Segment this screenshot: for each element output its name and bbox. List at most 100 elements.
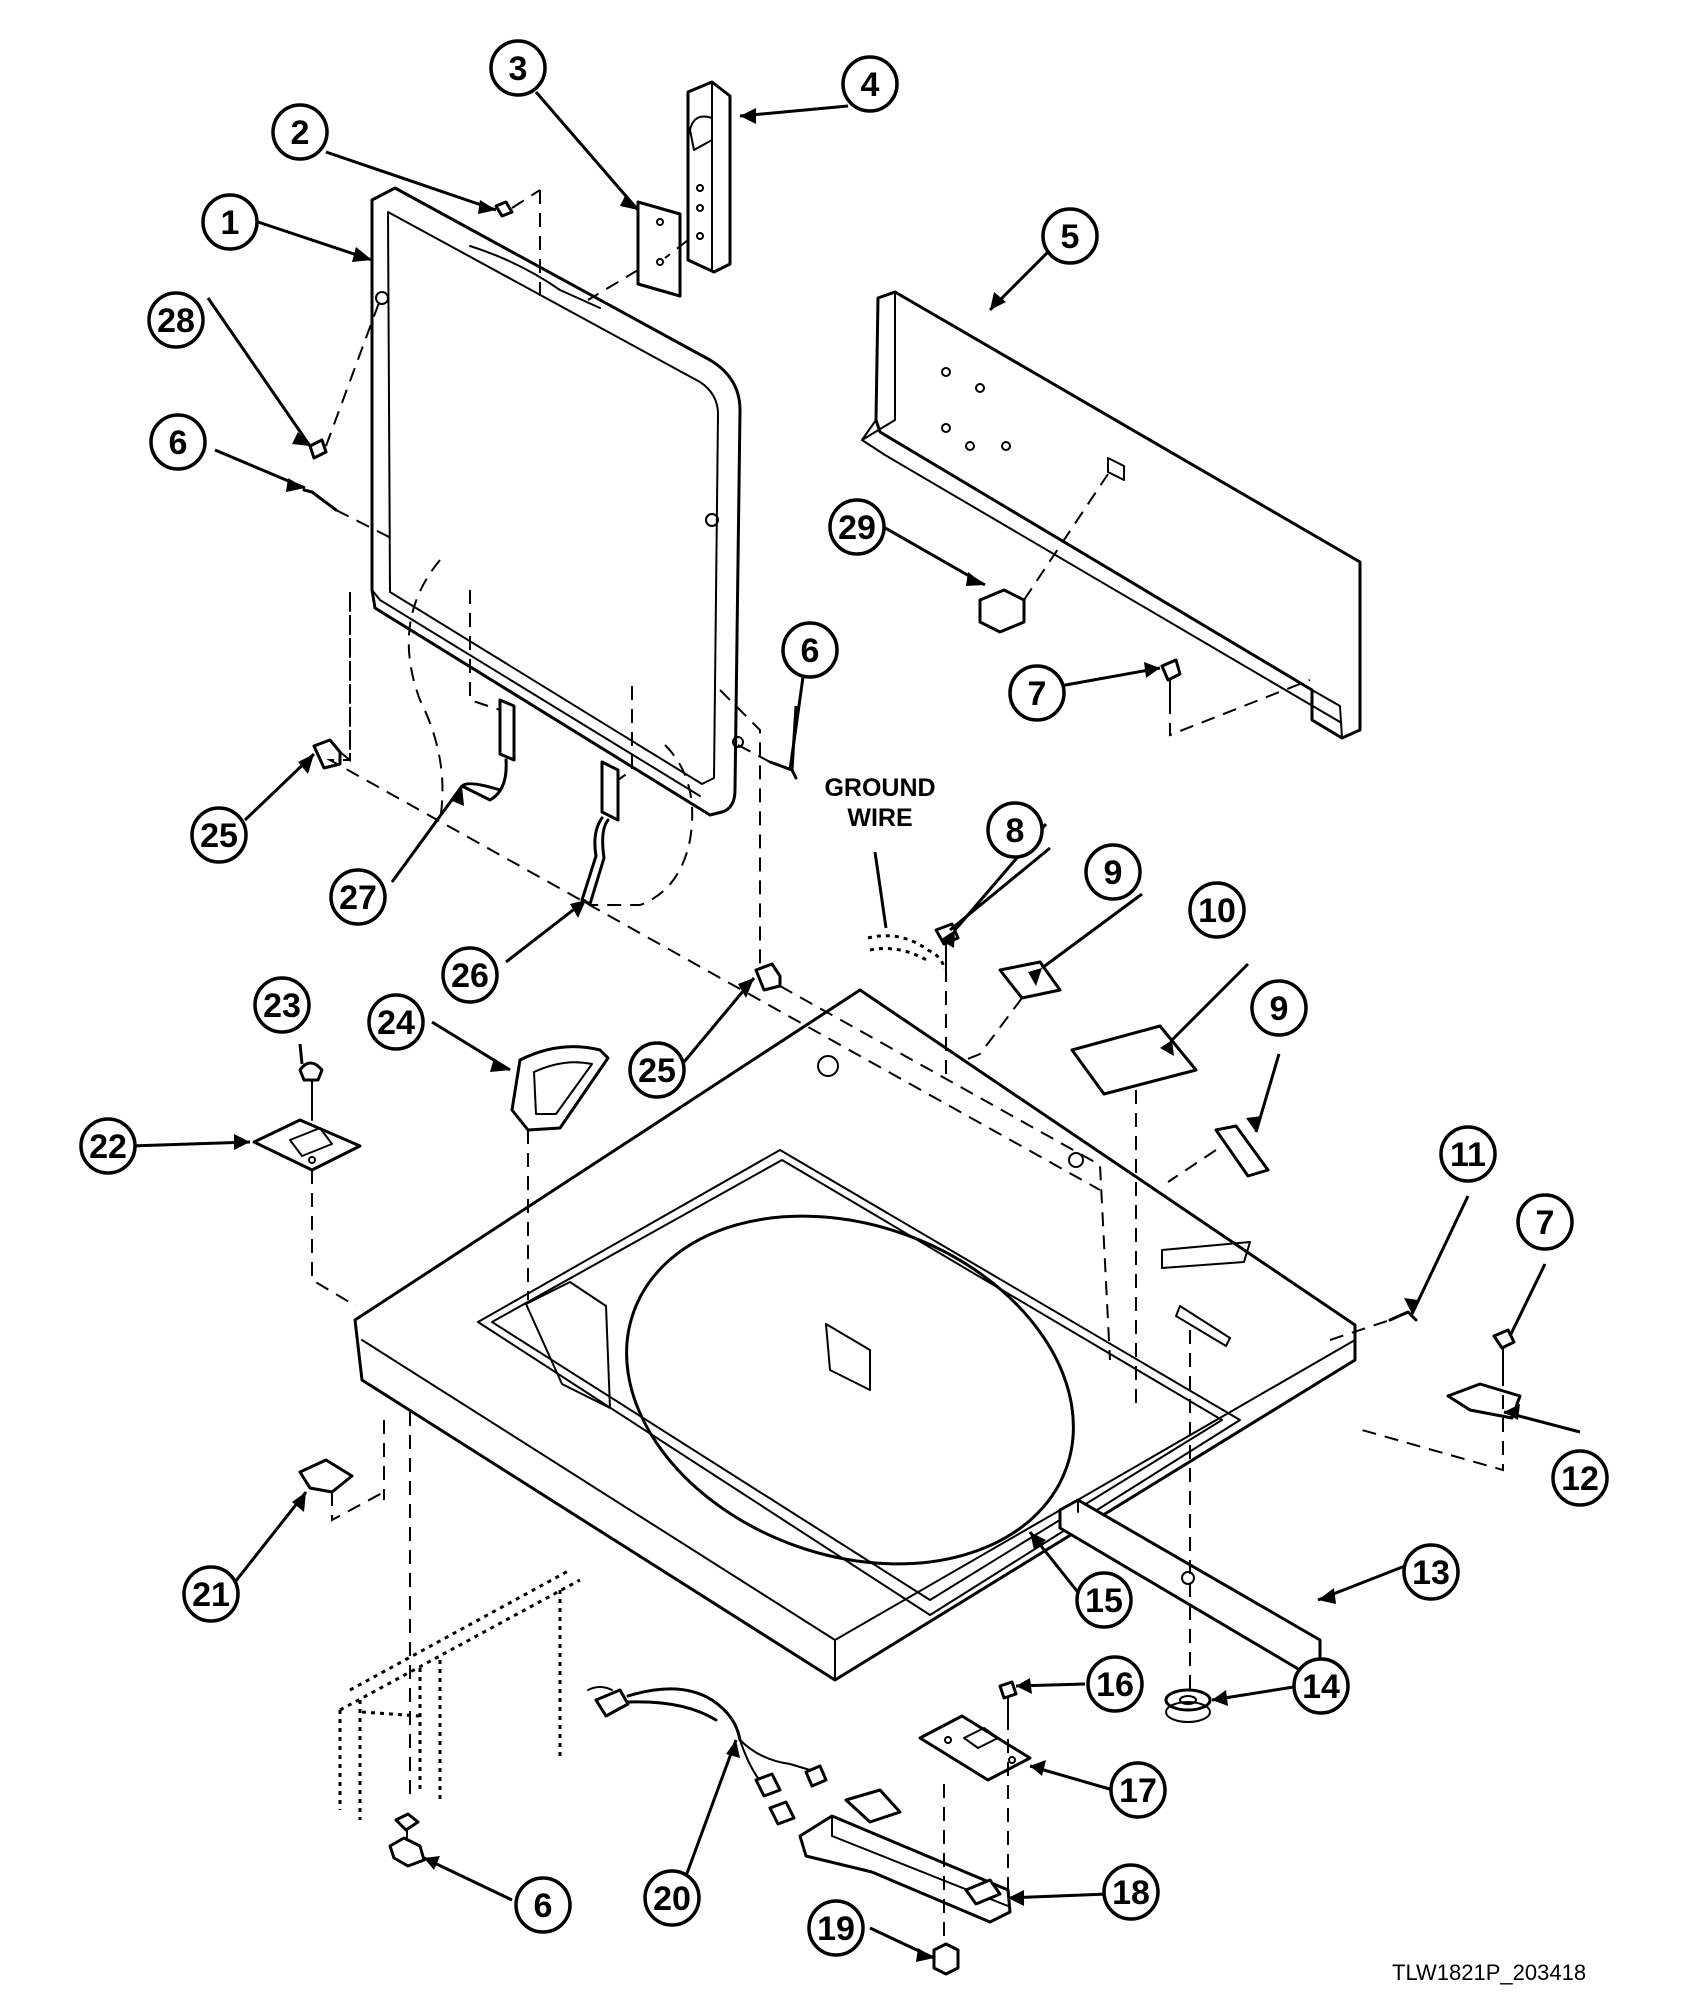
callout-c13: 13 (1402, 1543, 1460, 1601)
callout-circle (201, 193, 259, 251)
callout-number: 3 (509, 50, 528, 88)
callout-circle (367, 993, 425, 1051)
label-part-9-upper (959, 960, 1062, 1063)
callout-circle (79, 1117, 137, 1175)
callout-c24: 24 (367, 993, 425, 1051)
callout-circle (628, 1041, 686, 1099)
callout-c28: 28 (147, 291, 205, 349)
callout-number: 21 (192, 1576, 230, 1614)
callout-number: 29 (838, 509, 876, 547)
wire-harness-part-20 (587, 1686, 828, 1826)
callout-circle (190, 806, 248, 864)
callout-number: 7 (1028, 675, 1047, 713)
callout-number: 25 (638, 1052, 676, 1090)
callout-number: 16 (1096, 1666, 1134, 1704)
callout-circle (807, 1899, 865, 1957)
callout-circle (841, 55, 899, 113)
callout-circle (1551, 1449, 1609, 1507)
screw-part-7-upper (1160, 658, 1311, 737)
screw-part-6-right (737, 744, 798, 780)
top-panel-part-15 (353, 988, 1357, 1682)
callout-circle (1439, 1125, 1497, 1183)
callout-number: 27 (339, 879, 377, 917)
callout-circle (1188, 881, 1246, 939)
callout-number: 19 (817, 1910, 855, 1948)
callout-number: 26 (451, 957, 489, 995)
callout-c25a: 25 (190, 806, 248, 864)
callout-circle (1109, 1761, 1167, 1819)
callout-circle (441, 946, 499, 1004)
callout-circle (329, 868, 387, 926)
callout-circle (182, 1565, 240, 1623)
callout-number: 22 (89, 1128, 127, 1166)
callout-number: 6 (169, 424, 188, 462)
callout-c12: 12 (1551, 1449, 1609, 1507)
callout-circle (986, 801, 1044, 859)
callout-circle (781, 621, 839, 679)
switch-assembly-part-18 (798, 1784, 1012, 1950)
callout-c21: 21 (182, 1565, 240, 1623)
lid-switch-part-29 (978, 473, 1109, 634)
screw-part-6-bottom (388, 1812, 426, 1868)
dispenser-part-24 (510, 1045, 610, 1300)
callout-number: 10 (1198, 892, 1236, 930)
callout-number: 8 (1006, 812, 1025, 850)
callout-c9a: 9 (1084, 843, 1142, 901)
callout-number: 17 (1119, 1772, 1157, 1810)
callout-number: 23 (263, 987, 301, 1025)
callout-number: 24 (377, 1004, 415, 1042)
screw-part-16 (998, 1680, 1018, 1900)
ground-wire-label-line1: GROUND (824, 774, 935, 802)
screw-part-7-lower (1492, 1328, 1516, 1373)
hinge-part-27 (460, 590, 516, 802)
callout-c19: 19 (807, 1899, 865, 1957)
callout-circle (1084, 843, 1142, 901)
callout-c23: 23 (253, 976, 311, 1034)
leader-lines (129, 91, 1581, 1960)
callout-c29: 29 (828, 498, 886, 556)
callout-circle (1102, 1863, 1160, 1921)
screw-part-23 (298, 1061, 324, 1121)
callout-number: 6 (801, 632, 820, 670)
callout-circle (253, 976, 311, 1034)
callout-number: 15 (1085, 1582, 1123, 1620)
callout-number: 12 (1561, 1460, 1599, 1498)
screw-part-2 (494, 189, 541, 300)
callout-c2: 2 (271, 103, 329, 161)
callout-c16: 16 (1086, 1655, 1144, 1713)
callout-c20: 20 (643, 1869, 701, 1927)
grommet-part-14 (1164, 1330, 1212, 1723)
callout-c3: 3 (489, 39, 547, 97)
callout-c26: 26 (441, 946, 499, 1004)
clip-part-25-right (754, 962, 782, 992)
callout-circle (1516, 1193, 1574, 1251)
callout-circle (1292, 1657, 1350, 1715)
callout-circle (271, 103, 329, 161)
callout-c17: 17 (1109, 1761, 1167, 1819)
cabinet-side-outline (338, 1412, 581, 1820)
callout-c6a: 6 (149, 413, 207, 471)
callout-circle (1250, 979, 1308, 1037)
callout-circle (1041, 207, 1099, 265)
callout-circle (149, 413, 207, 471)
callout-c4: 4 (841, 55, 899, 113)
callout-c22: 22 (79, 1117, 137, 1175)
clip-part-12 (1361, 1372, 1522, 1472)
callout-number: 5 (1061, 218, 1080, 256)
ground-wire (867, 934, 946, 971)
callout-number: 20 (653, 1880, 691, 1918)
callout-number: 11 (1450, 1136, 1486, 1174)
callout-c8: 8 (986, 801, 1044, 859)
callout-c18: 18 (1102, 1863, 1160, 1921)
clip-part-25-left (312, 592, 351, 770)
callout-number: 9 (1270, 990, 1289, 1028)
actuator-bracket-part-4 (664, 80, 732, 274)
callout-c27: 27 (329, 868, 387, 926)
figure-code: TLW1821P_203418 (1392, 1960, 1586, 1985)
bracket-part-22 (252, 1118, 362, 1307)
callout-c6c: 6 (514, 1876, 572, 1934)
callout-number: 28 (157, 302, 195, 340)
label-part-9-lower (1167, 1124, 1270, 1183)
callout-circle (828, 498, 886, 556)
